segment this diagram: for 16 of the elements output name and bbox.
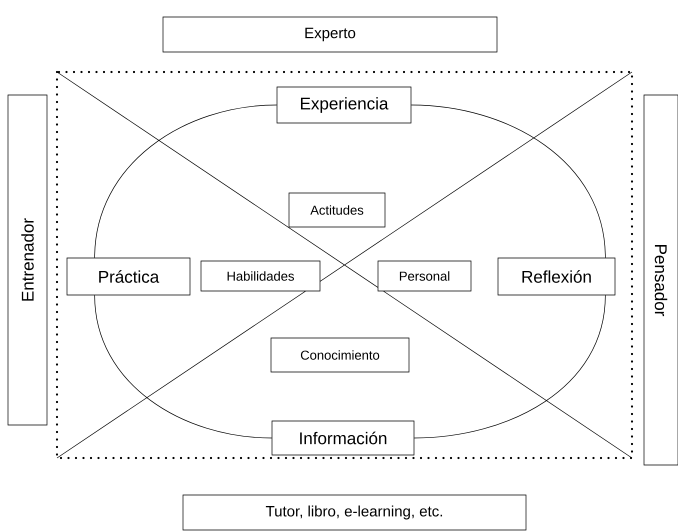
label-box: Experto: [162, 16, 498, 52]
label-box: Tutor, libro, e-learning, etc.: [182, 494, 526, 530]
arc-line: [414, 295, 606, 438]
arc-line: [94, 104, 277, 258]
label-box: Conocimiento: [270, 338, 410, 372]
label-box: Entrenador: [8, 94, 48, 426]
label-box: Reflexión: [498, 258, 616, 296]
arc-line: [411, 104, 606, 258]
label-box: Habilidades: [200, 260, 320, 292]
label-box: Personal: [378, 260, 472, 292]
label-box: Pensador: [644, 94, 678, 466]
label-box: Información: [272, 420, 414, 456]
arc-line: [94, 295, 272, 438]
label-box: Actitudes: [288, 192, 386, 228]
label-box: Práctica: [66, 258, 190, 296]
label-box: Experiencia: [276, 86, 412, 124]
